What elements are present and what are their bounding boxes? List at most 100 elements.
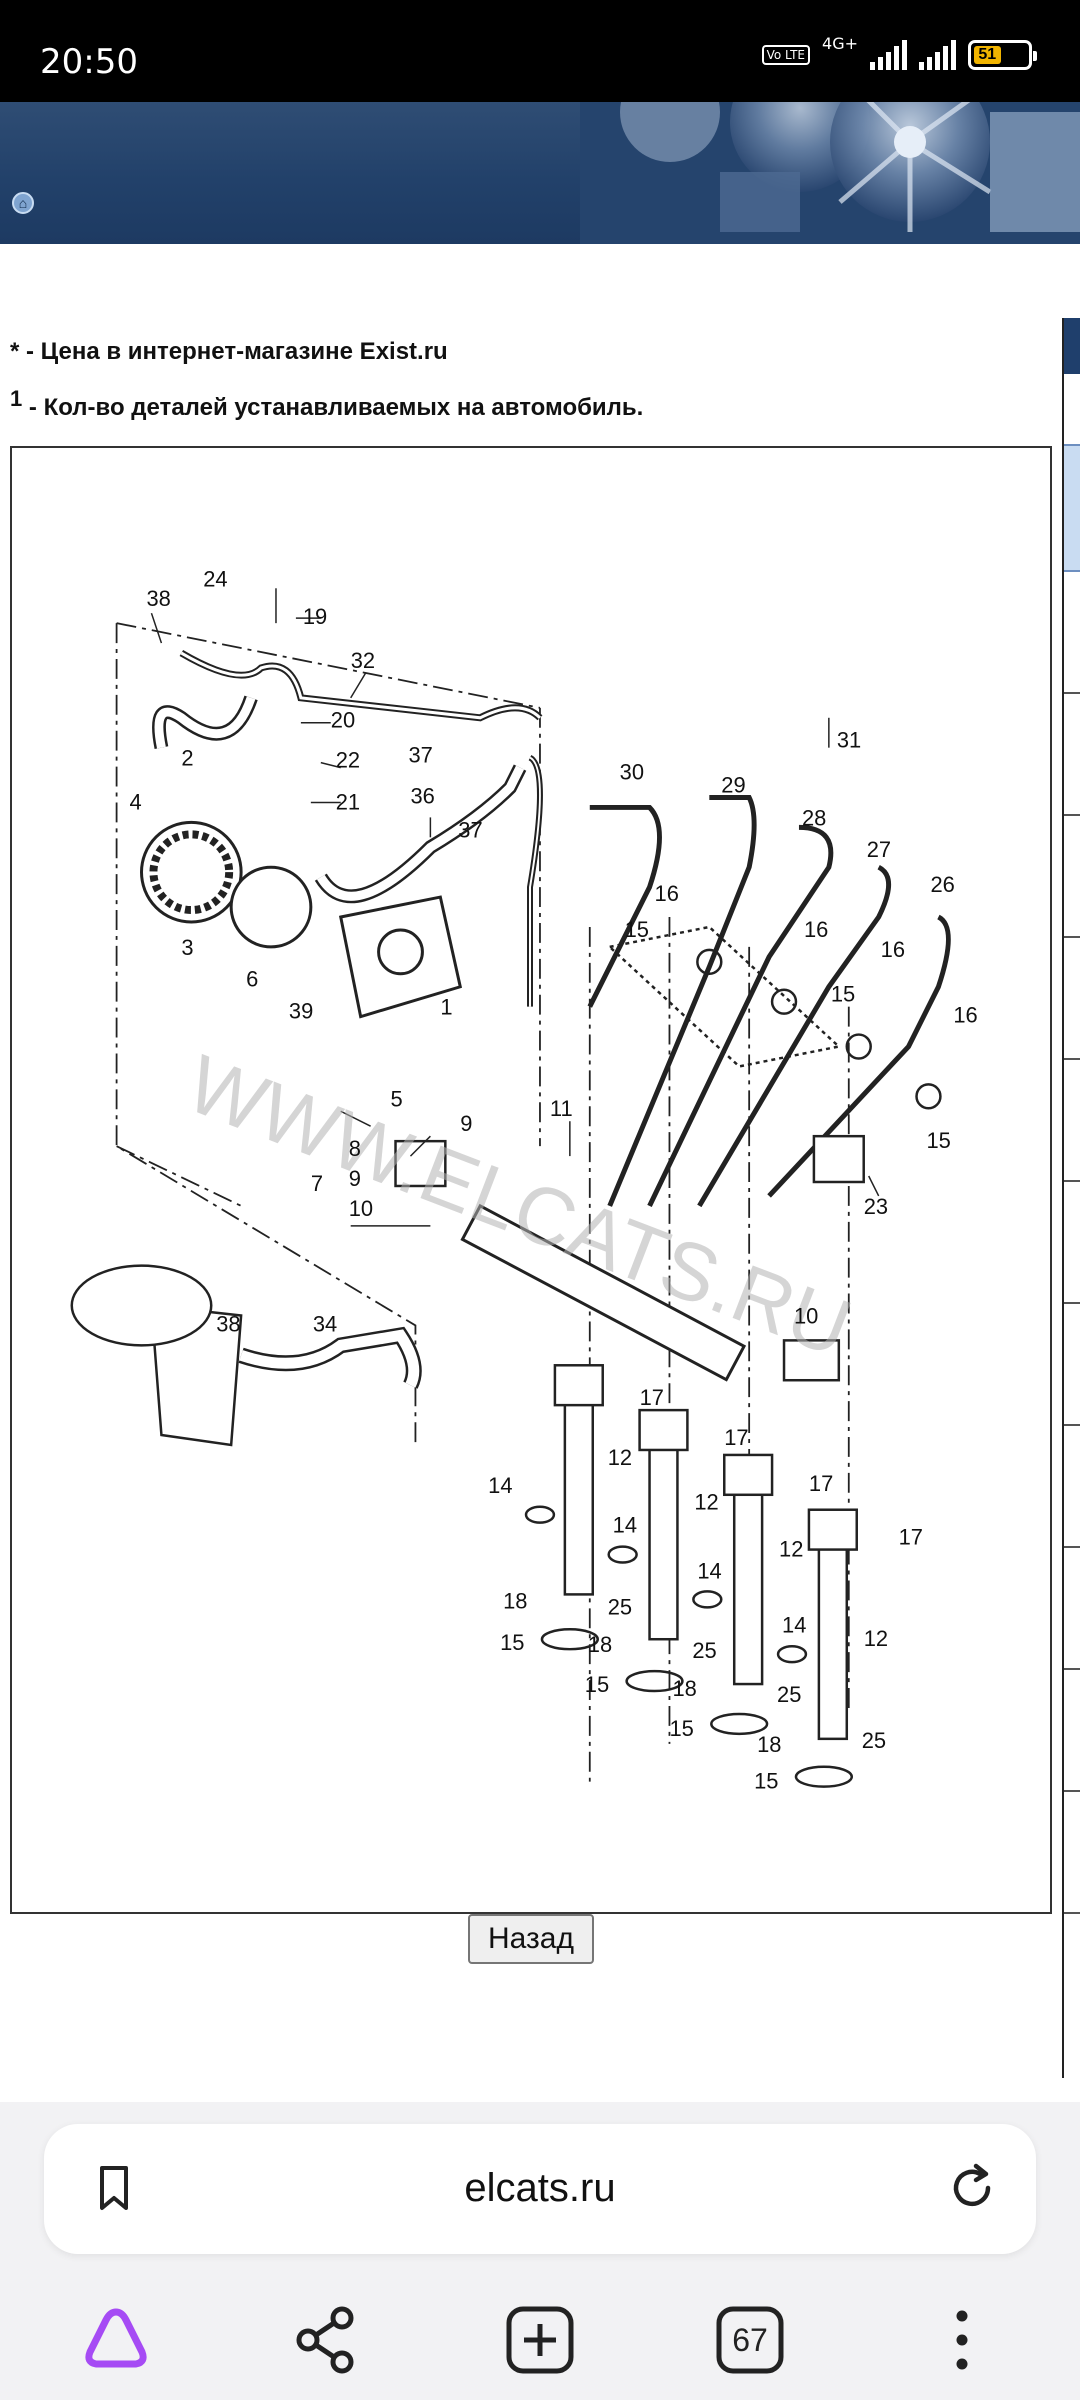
table-row[interactable] — [1064, 816, 1080, 938]
callout-12a[interactable]: 12 — [608, 1445, 632, 1470]
callout-8[interactable]: 8 — [349, 1136, 361, 1161]
table-row[interactable] — [1064, 1670, 1080, 1792]
callout-25[interactable]: 23 — [864, 1194, 888, 1219]
callout-2[interactable]: 2 — [181, 746, 193, 771]
callout-15b[interactable]: 15 — [585, 1672, 609, 1697]
callout-6[interactable]: 6 — [246, 967, 258, 992]
callout-20c[interactable]: 25 — [777, 1682, 801, 1707]
table-row[interactable] — [1064, 1304, 1080, 1426]
address-bar[interactable]: elcats.ru — [44, 2124, 1036, 2254]
price-note-text: - Цена в интернет-магазине Exist.ru — [19, 338, 448, 365]
tab-count: 67 — [732, 2322, 768, 2358]
callout-16a[interactable]: 15 — [625, 917, 649, 942]
network-type: 4G+ — [822, 33, 858, 53]
table-row[interactable] — [1064, 1548, 1080, 1670]
table-row[interactable] — [1064, 1792, 1080, 1914]
callout-18c[interactable]: 16 — [881, 937, 905, 962]
bookmark-icon[interactable] — [94, 2164, 134, 2212]
callout-26[interactable]: 24 — [203, 566, 227, 591]
parts-diagram[interactable]: WWW.ELCATS.RU 24 38 19 32 20 22 21 2 4 3… — [10, 446, 1052, 1914]
callout-23[interactable]: 21 — [336, 789, 360, 814]
callout-17d[interactable]: 18 — [757, 1732, 781, 1757]
table-row[interactable] — [1064, 572, 1080, 694]
callout-32[interactable]: 31 — [837, 728, 861, 753]
callout-18d[interactable]: 16 — [953, 1003, 977, 1028]
callout-5[interactable]: 5 — [391, 1086, 403, 1111]
callout-36[interactable]: 36 — [410, 783, 434, 808]
share-icon[interactable] — [286, 2300, 366, 2380]
callout-19c[interactable]: 17 — [809, 1471, 833, 1496]
diagram-watermark: WWW.ELCATS.RU — [175, 1038, 863, 1374]
callout-28[interactable]: 27 — [867, 837, 891, 862]
table-row[interactable] — [1064, 694, 1080, 816]
reload-icon[interactable] — [946, 2162, 998, 2214]
callout-29[interactable]: 28 — [802, 805, 826, 830]
callout-17c[interactable]: 18 — [672, 1676, 696, 1701]
callout-12b[interactable]: 12 — [694, 1490, 718, 1515]
callout-37[interactable]: 37 — [408, 743, 432, 768]
callout-4[interactable]: 4 — [130, 789, 142, 814]
callout-31[interactable]: 30 — [620, 760, 644, 785]
callout-16b[interactable]: 15 — [831, 982, 855, 1007]
callout-11[interactable]: 11 — [550, 1096, 573, 1121]
callout-19a[interactable]: 17 — [640, 1385, 664, 1410]
tabs-counter-button[interactable]: 67 — [710, 2300, 790, 2380]
callout-18a[interactable]: 16 — [655, 881, 679, 906]
callout-10a[interactable]: 10 — [349, 1196, 373, 1221]
bottom-nav: 67 — [0, 2282, 1080, 2400]
callout-14d[interactable]: 14 — [782, 1612, 806, 1637]
callout-17a[interactable]: 18 — [503, 1588, 527, 1613]
callout-15c[interactable]: 15 — [669, 1716, 693, 1741]
callout-20a[interactable]: 25 — [608, 1594, 632, 1619]
assistant-triangle-icon[interactable] — [76, 2300, 156, 2380]
callout-34[interactable]: 32 — [351, 648, 375, 673]
callout-9a[interactable]: 9 — [460, 1111, 472, 1136]
table-row[interactable] — [1064, 1426, 1080, 1548]
clock: 20:50 — [40, 42, 138, 82]
callout-30[interactable]: 29 — [721, 772, 745, 797]
parts-table-edge[interactable] — [1062, 318, 1080, 2078]
callout-15a[interactable]: 15 — [500, 1630, 524, 1655]
callout-22[interactable]: 20 — [331, 708, 355, 733]
callout-16c[interactable]: 15 — [926, 1128, 950, 1153]
site-header-banner: ⌂ — [0, 102, 1080, 244]
callout-20d[interactable]: 25 — [862, 1728, 886, 1753]
callout-38b[interactable]: 38 — [216, 1311, 240, 1336]
callout-12c[interactable]: 12 — [779, 1537, 803, 1562]
callout-1[interactable]: 1 — [440, 995, 452, 1020]
callout-19b[interactable]: 17 — [724, 1425, 748, 1450]
callout-35[interactable]: 34 — [313, 1311, 337, 1336]
back-button[interactable]: Назад — [468, 1914, 594, 1964]
callout-21[interactable]: 19 — [303, 604, 327, 629]
table-row[interactable] — [1064, 938, 1080, 1060]
callout-20b[interactable]: 25 — [692, 1638, 716, 1663]
callout-7[interactable]: 7 — [311, 1171, 323, 1196]
callout-15d[interactable]: 15 — [754, 1769, 778, 1794]
callout-14b[interactable]: 14 — [613, 1513, 637, 1538]
volte-icon: Vo LTE — [761, 45, 811, 65]
callout-18b[interactable]: 16 — [804, 917, 828, 942]
parts-diagram-drawing: WWW.ELCATS.RU 24 38 19 32 20 22 21 2 4 3… — [70, 566, 978, 1794]
quantity-marker: 1 — [10, 386, 23, 411]
more-vertical-icon[interactable] — [922, 2300, 1002, 2380]
callout-3[interactable]: 3 — [181, 935, 193, 960]
callout-39[interactable]: 39 — [289, 999, 313, 1024]
callout-27[interactable]: 26 — [930, 872, 954, 897]
callout-9b[interactable]: 9 — [349, 1166, 361, 1191]
callout-38[interactable]: 38 — [146, 586, 170, 611]
callout-17b[interactable]: 18 — [588, 1632, 612, 1657]
table-row[interactable] — [1064, 1060, 1080, 1182]
callout-14a[interactable]: 14 — [488, 1473, 512, 1498]
callout-14c[interactable]: 14 — [697, 1558, 721, 1583]
quantity-note: 1 - Кол-во деталей устанавливаемых на ав… — [10, 386, 643, 422]
table-row[interactable] — [1064, 1182, 1080, 1304]
parts-table-highlight-row[interactable] — [1064, 444, 1080, 572]
home-icon[interactable]: ⌂ — [12, 192, 34, 214]
callout-37b[interactable]: 37 — [458, 817, 482, 842]
add-tab-icon[interactable] — [500, 2300, 580, 2380]
callout-24[interactable]: 22 — [336, 748, 360, 773]
callout-19d[interactable]: 17 — [899, 1525, 923, 1550]
callout-10b[interactable]: 10 — [794, 1303, 818, 1328]
url-text[interactable]: elcats.ru — [464, 2166, 616, 2210]
callout-12d[interactable]: 12 — [864, 1626, 888, 1651]
